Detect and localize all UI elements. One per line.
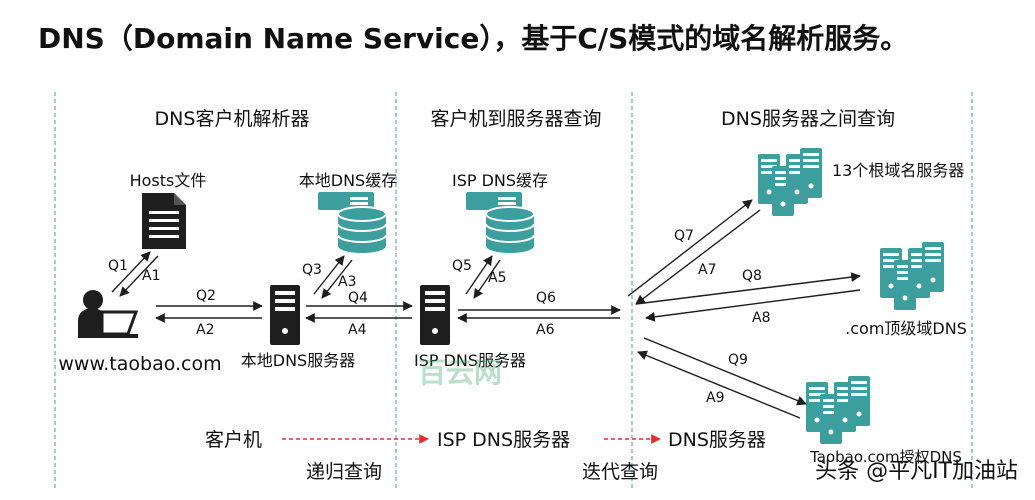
client-url-label: www.taobao.com bbox=[58, 353, 221, 375]
arrow-a5 bbox=[473, 259, 501, 299]
arrow-a7 bbox=[635, 209, 761, 305]
hosts-file-label: Hosts文件 bbox=[130, 171, 207, 190]
label-q7: Q7 bbox=[674, 228, 694, 244]
user-computer-icon bbox=[78, 290, 139, 338]
section-client-server-heading: 客户机到服务器查询 bbox=[430, 108, 601, 130]
label-a1: A1 bbox=[142, 268, 160, 284]
section-resolver-heading: DNS客户机解析器 bbox=[155, 108, 310, 130]
label-a8: A8 bbox=[752, 310, 770, 326]
label-q1: Q1 bbox=[108, 258, 128, 274]
server-icon bbox=[270, 285, 300, 345]
arrow-q5 bbox=[465, 255, 493, 295]
tld-server-label: .com顶级域DNS bbox=[845, 319, 967, 338]
label-a9: A9 bbox=[706, 390, 724, 406]
label-q6: Q6 bbox=[536, 290, 556, 306]
legend-recursive: 递归查询 bbox=[306, 461, 382, 483]
arrow-q7 bbox=[627, 199, 753, 297]
label-a4: A4 bbox=[348, 322, 367, 338]
document-icon bbox=[142, 193, 186, 249]
arrow-q9 bbox=[643, 337, 807, 406]
arrow-a8 bbox=[645, 289, 861, 322]
root-servers-label: 13个根域名服务器 bbox=[832, 161, 964, 180]
isp-server-label: ISP DNS服务器 bbox=[414, 351, 526, 370]
legend-isp-server: ISP DNS服务器 bbox=[437, 429, 570, 451]
legend-dns-server: DNS服务器 bbox=[668, 429, 766, 451]
arrow-q3 bbox=[313, 255, 345, 295]
label-a6: A6 bbox=[536, 322, 555, 338]
local-server-label: 本地DNS服务器 bbox=[241, 351, 355, 370]
label-a7: A7 bbox=[698, 262, 716, 278]
server-cluster-icon bbox=[806, 376, 870, 444]
database-icon bbox=[465, 191, 535, 254]
label-q2: Q2 bbox=[196, 288, 216, 304]
label-q4: Q4 bbox=[348, 290, 368, 306]
arrow-a9 bbox=[637, 350, 801, 419]
page-title: DNS（Domain Name Service），基于C/S模式的域名解析服务。 bbox=[38, 22, 908, 55]
legend-iterative: 迭代查询 bbox=[582, 461, 658, 483]
label-q9: Q9 bbox=[728, 352, 748, 368]
label-q8: Q8 bbox=[742, 268, 762, 284]
legend-client: 客户机 bbox=[205, 429, 262, 451]
auth-server-label: Taobao.com授权DNS bbox=[809, 448, 962, 466]
server-cluster-icon bbox=[758, 148, 822, 216]
arrow-a1 bbox=[119, 255, 159, 297]
label-a2: A2 bbox=[196, 322, 214, 338]
label-a3: A3 bbox=[338, 274, 356, 290]
local-cache-label: 本地DNS缓存 bbox=[299, 171, 397, 190]
watermark-corner: 头条 @平凡IT加油站 bbox=[815, 459, 1018, 484]
label-q5: Q5 bbox=[452, 258, 472, 274]
arrow-q8 bbox=[635, 272, 861, 305]
arrow-a3 bbox=[321, 259, 353, 299]
arrow-q1 bbox=[111, 251, 151, 293]
watermark-center: 百云网 bbox=[418, 356, 502, 389]
database-icon bbox=[317, 191, 387, 254]
server-cluster-icon bbox=[880, 242, 944, 310]
server-icon bbox=[420, 285, 450, 345]
label-q3: Q3 bbox=[302, 262, 322, 278]
section-server-server-heading: DNS服务器之间查询 bbox=[721, 108, 895, 130]
label-a5: A5 bbox=[488, 270, 506, 286]
isp-cache-label: ISP DNS缓存 bbox=[452, 171, 548, 190]
